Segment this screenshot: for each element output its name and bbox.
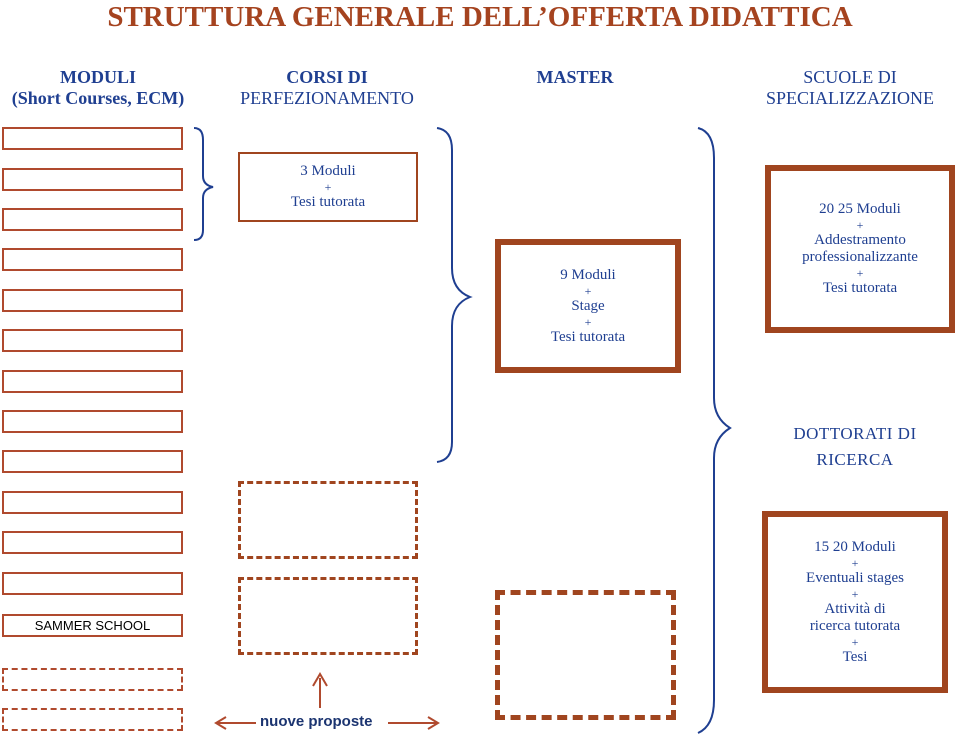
master-proposed-box bbox=[495, 590, 676, 720]
heading-corsi: CORSI DI PERFEZIONAMENTO bbox=[212, 67, 442, 109]
dottorati-box: 15 20 Moduli + Eventuali stages + Attivi… bbox=[762, 511, 948, 693]
brace-scuole bbox=[697, 127, 732, 734]
scuole-box-plus: + bbox=[856, 266, 864, 280]
heading-dottorati-line2: RICERCA bbox=[816, 450, 894, 469]
moduli-slot bbox=[2, 370, 183, 393]
master-box-line2: Stage bbox=[571, 297, 605, 314]
dottorati-box-plus: + bbox=[851, 634, 859, 649]
heading-scuole-line1: SCUOLE DI bbox=[803, 67, 897, 87]
up-arrow-head bbox=[312, 672, 328, 687]
heading-moduli-line2: (Short Courses, ECM) bbox=[11, 88, 185, 108]
scuole-box-line3: professionalizzante bbox=[802, 249, 918, 265]
corsi-box-plus: + bbox=[324, 180, 332, 194]
moduli-slot bbox=[2, 572, 183, 595]
scuole-box-line2: Addestramento bbox=[814, 232, 906, 248]
scuole-box-line1: 20 25 Moduli bbox=[819, 201, 901, 217]
scuole-box: 20 25 Moduli + Addestramento professiona… bbox=[765, 165, 955, 333]
heading-dottorati: DOTTORATI DI RICERCA bbox=[750, 421, 960, 473]
dottorati-box-line1: 15 20 Moduli bbox=[814, 538, 896, 555]
summer-school-slot: SAMMER SCHOOL bbox=[2, 614, 183, 637]
heading-master: MASTER bbox=[500, 67, 650, 88]
dottorati-box-line2: Eventuali stages bbox=[806, 569, 904, 586]
moduli-slot bbox=[2, 289, 183, 312]
corsi-proposed-box bbox=[238, 577, 418, 655]
double-arrow-right-head bbox=[427, 716, 440, 730]
heading-scuole: SCUOLE DI SPECIALIZZAZIONE bbox=[740, 67, 960, 109]
corsi-box: 3 Moduli + Tesi tutorata bbox=[238, 152, 418, 222]
page-title: STRUTTURA GENERALE DELL’OFFERTA DIDATTIC… bbox=[107, 1, 853, 33]
moduli-slot bbox=[2, 450, 183, 473]
moduli-slot bbox=[2, 127, 183, 150]
heading-moduli-line1: MODULI bbox=[60, 67, 136, 87]
moduli-slot-proposed bbox=[2, 708, 183, 731]
scuole-box-line4: Tesi tutorata bbox=[822, 280, 898, 296]
moduli-slot bbox=[2, 410, 183, 433]
master-box-plus: + bbox=[584, 314, 592, 329]
master-box-line3: Tesi tutorata bbox=[550, 328, 626, 345]
scuole-box-plus: + bbox=[856, 218, 864, 232]
dottorati-box-line5: Tesi bbox=[842, 648, 868, 665]
master-box-line1: 9 Moduli bbox=[560, 266, 616, 283]
dottorati-box-plus: + bbox=[851, 586, 859, 601]
dottorati-box-plus: + bbox=[851, 555, 859, 570]
heading-scuole-line2: SPECIALIZZAZIONE bbox=[766, 88, 934, 108]
dottorati-box-line3: Attività di bbox=[824, 600, 886, 617]
double-arrow-left-head bbox=[214, 716, 227, 730]
moduli-slot-proposed bbox=[2, 668, 183, 691]
corsi-proposed-box bbox=[238, 481, 418, 559]
moduli-slot bbox=[2, 248, 183, 271]
moduli-slot bbox=[2, 329, 183, 352]
heading-moduli: MODULI (Short Courses, ECM) bbox=[0, 67, 196, 109]
nuove-proposte-label: nuove proposte bbox=[260, 713, 373, 730]
dottorati-box-line4: ricerca tutorata bbox=[809, 617, 901, 634]
heading-master-line1: MASTER bbox=[536, 67, 614, 87]
corsi-box-line2: Tesi tutorata bbox=[290, 194, 366, 210]
heading-corsi-line2: PERFEZIONAMENTO bbox=[240, 88, 414, 108]
summer-school-label: SAMMER SCHOOL bbox=[34, 618, 151, 633]
moduli-slot bbox=[2, 491, 183, 514]
moduli-slot bbox=[2, 531, 183, 554]
moduli-slot bbox=[2, 208, 183, 231]
master-box: 9 Moduli + Stage + Tesi tutorata bbox=[495, 239, 681, 373]
brace-master bbox=[436, 127, 473, 463]
heading-dottorati-line1: DOTTORATI DI bbox=[793, 424, 917, 443]
master-box-plus: + bbox=[584, 283, 592, 298]
heading-corsi-line1: CORSI DI bbox=[286, 67, 368, 87]
brace-corsi bbox=[193, 127, 214, 241]
corsi-box-line1: 3 Moduli bbox=[300, 163, 356, 179]
moduli-slot bbox=[2, 168, 183, 191]
